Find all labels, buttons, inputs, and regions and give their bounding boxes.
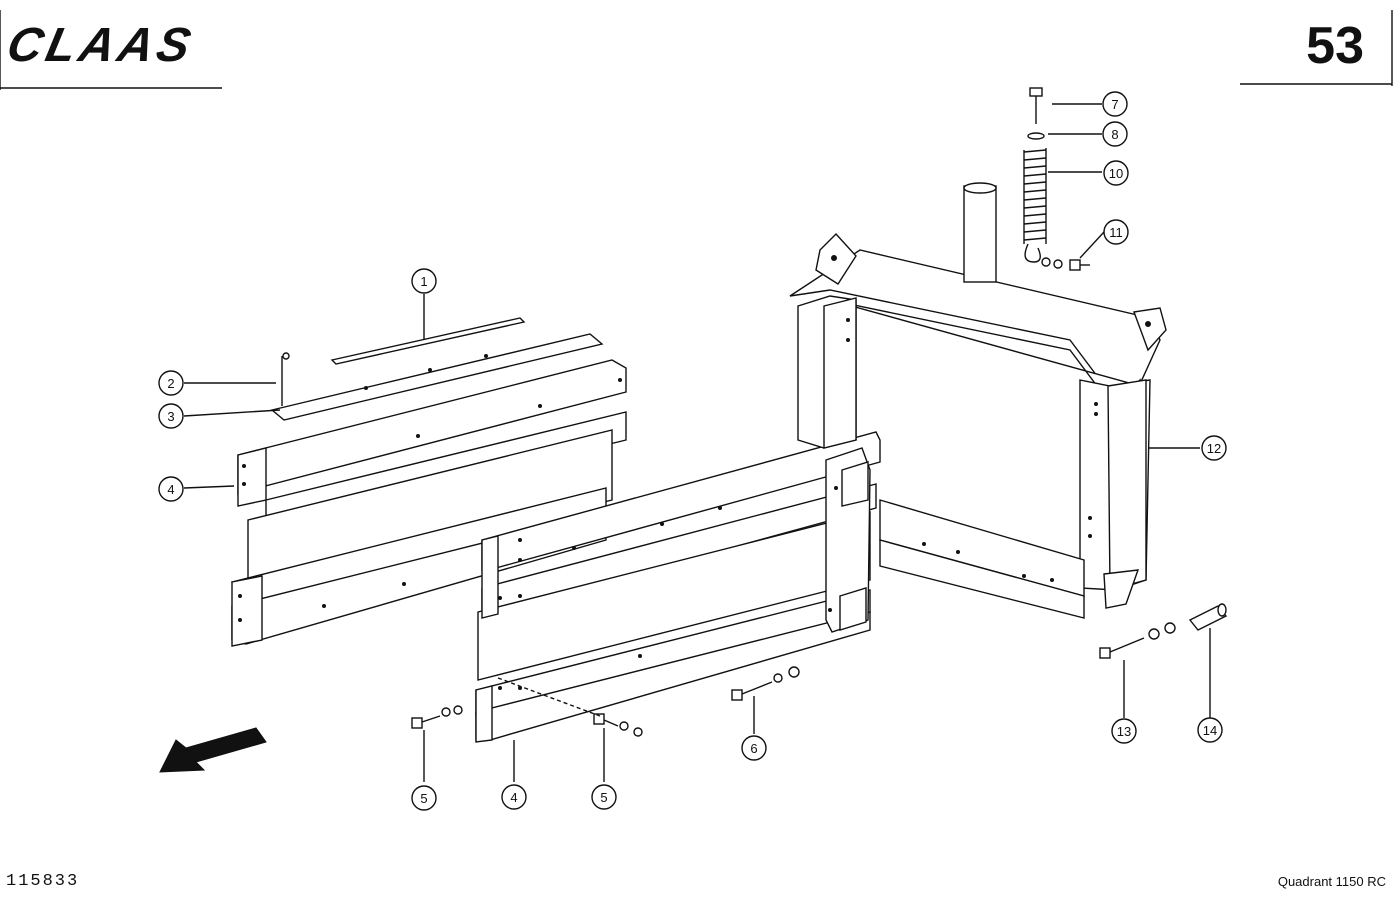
callout-4-bottom-label: 4 <box>510 790 517 805</box>
center-panel-assembly <box>475 431 881 743</box>
page-number: 53 <box>1306 17 1364 75</box>
callout-8: 8 <box>1102 121 1128 147</box>
callout-1-label: 1 <box>420 274 427 289</box>
callout-6-label: 6 <box>750 741 757 756</box>
bolt-hardware <box>411 603 1228 737</box>
page-border-lines <box>0 10 1393 90</box>
left-panel-assembly <box>230 317 627 647</box>
callout-5-right-label: 5 <box>600 790 607 805</box>
callout-2: 2 <box>158 370 184 396</box>
callout-4-left-label: 4 <box>167 482 174 497</box>
callout-4-bottom: 4 <box>501 784 527 810</box>
callout-13-label: 13 <box>1117 724 1131 739</box>
callout-13: 13 <box>1111 718 1137 744</box>
callout-14: 14 <box>1197 717 1223 743</box>
callout-4-left: 4 <box>158 476 184 502</box>
callout-5-right: 5 <box>591 784 617 810</box>
model-name: Quadrant 1150 RC <box>1277 874 1386 889</box>
callout-1: 1 <box>411 268 437 294</box>
callout-3-label: 3 <box>167 409 174 424</box>
callout-leaders <box>183 103 1211 782</box>
travel-direction-arrow-icon <box>159 727 267 773</box>
callout-11-label: 11 <box>1109 225 1123 240</box>
callout-6: 6 <box>741 735 767 761</box>
document-number: 115833 <box>6 872 80 891</box>
callout-circles: 1 2 3 4 4 5 5 6 7 8 10 11 12 13 14 <box>158 91 1227 811</box>
callout-5-left: 5 <box>411 785 437 811</box>
callout-8-label: 8 <box>1111 127 1118 142</box>
callout-5-left-label: 5 <box>420 791 427 806</box>
right-frame-assembly <box>789 182 1167 619</box>
callout-12-label: 12 <box>1207 441 1221 456</box>
callout-2-label: 2 <box>167 376 174 391</box>
callout-11: 11 <box>1103 219 1129 245</box>
callout-7-label: 7 <box>1111 97 1118 112</box>
callout-10-label: 10 <box>1109 166 1123 181</box>
spring-hardware <box>1023 87 1090 271</box>
callout-3: 3 <box>158 403 184 429</box>
callout-10: 10 <box>1103 160 1129 186</box>
callout-12: 12 <box>1201 435 1227 461</box>
callout-7: 7 <box>1102 91 1128 117</box>
callout-14-label: 14 <box>1203 723 1217 738</box>
